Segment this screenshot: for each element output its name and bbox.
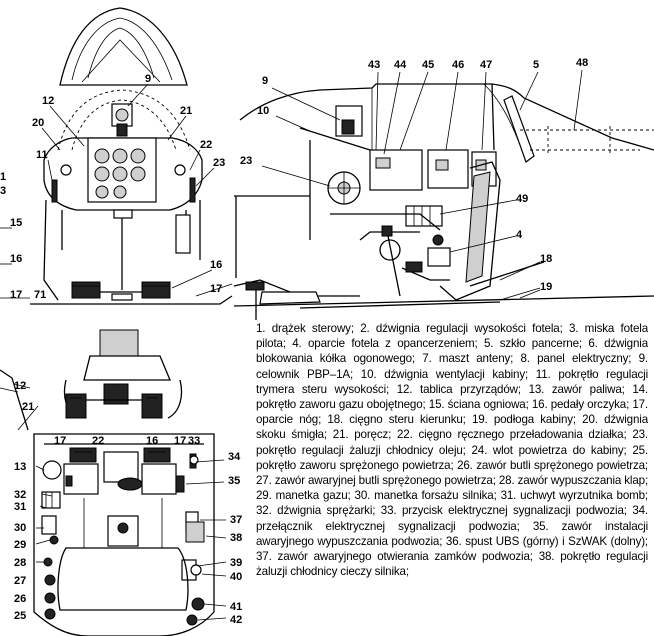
top-label: 29	[14, 539, 26, 551]
side-label: 4	[516, 229, 523, 241]
front-label: 11	[36, 149, 48, 161]
top-label: 17	[54, 435, 66, 447]
side-label: 18	[540, 253, 552, 265]
side-label: 45	[422, 59, 434, 71]
top-label: 33	[188, 435, 200, 447]
front-label: 16	[10, 253, 22, 265]
top-label: 25	[14, 610, 26, 622]
front-label: 16	[210, 259, 222, 271]
side-label: 49	[516, 193, 528, 205]
top-label: 38	[230, 532, 242, 544]
front-view-drawing	[0, 83, 233, 305]
parts-legend: 1. drążek sterowy; 2. dźwignia regulacji…	[256, 322, 648, 579]
top-label: 22	[92, 435, 104, 447]
front-label: 21	[180, 105, 192, 117]
side-label: 9	[262, 75, 268, 87]
top-label: 30	[14, 522, 26, 534]
front-label: 9	[145, 73, 151, 85]
top-view-drawing	[0, 329, 227, 636]
side-label: 10	[257, 105, 269, 117]
front-label: 22	[200, 139, 212, 151]
side-label: 47	[480, 59, 492, 71]
front-label: 15	[10, 217, 22, 229]
top-label: 12	[14, 380, 26, 392]
top-label: 31	[14, 501, 26, 513]
top-label: 32	[14, 489, 26, 501]
top-label: 40	[230, 571, 242, 583]
top-label: 26	[14, 593, 26, 605]
side-label: 48	[576, 57, 588, 69]
side-label: 46	[452, 59, 464, 71]
side-label: 43	[368, 59, 380, 71]
top-label: 16	[146, 435, 158, 447]
front-label: 71	[34, 289, 46, 301]
side-view-drawing	[233, 69, 654, 320]
top-label: 27	[14, 575, 26, 587]
top-label: 34	[228, 451, 241, 463]
side-label: 23	[240, 155, 252, 167]
top-label: 13	[14, 461, 26, 473]
front-label: 17	[210, 283, 222, 295]
front-label: 12	[42, 95, 54, 107]
top-label: 39	[230, 557, 242, 569]
front-label: 3	[0, 185, 6, 197]
front-label: 17	[10, 289, 22, 301]
top-label: 42	[230, 614, 242, 626]
top-label: 17	[174, 435, 186, 447]
side-label: 5	[533, 59, 539, 71]
side-label: 44	[394, 59, 407, 71]
top-label: 21	[22, 401, 34, 413]
front-label: 23	[213, 157, 225, 169]
front-label: 1	[0, 171, 6, 183]
top-label: 35	[228, 475, 240, 487]
canopy-drawing	[59, 7, 188, 86]
top-label: 28	[14, 557, 26, 569]
top-label: 41	[230, 601, 242, 613]
top-label: 37	[230, 514, 242, 526]
side-label: 19	[540, 281, 552, 293]
front-label: 20	[32, 117, 44, 129]
